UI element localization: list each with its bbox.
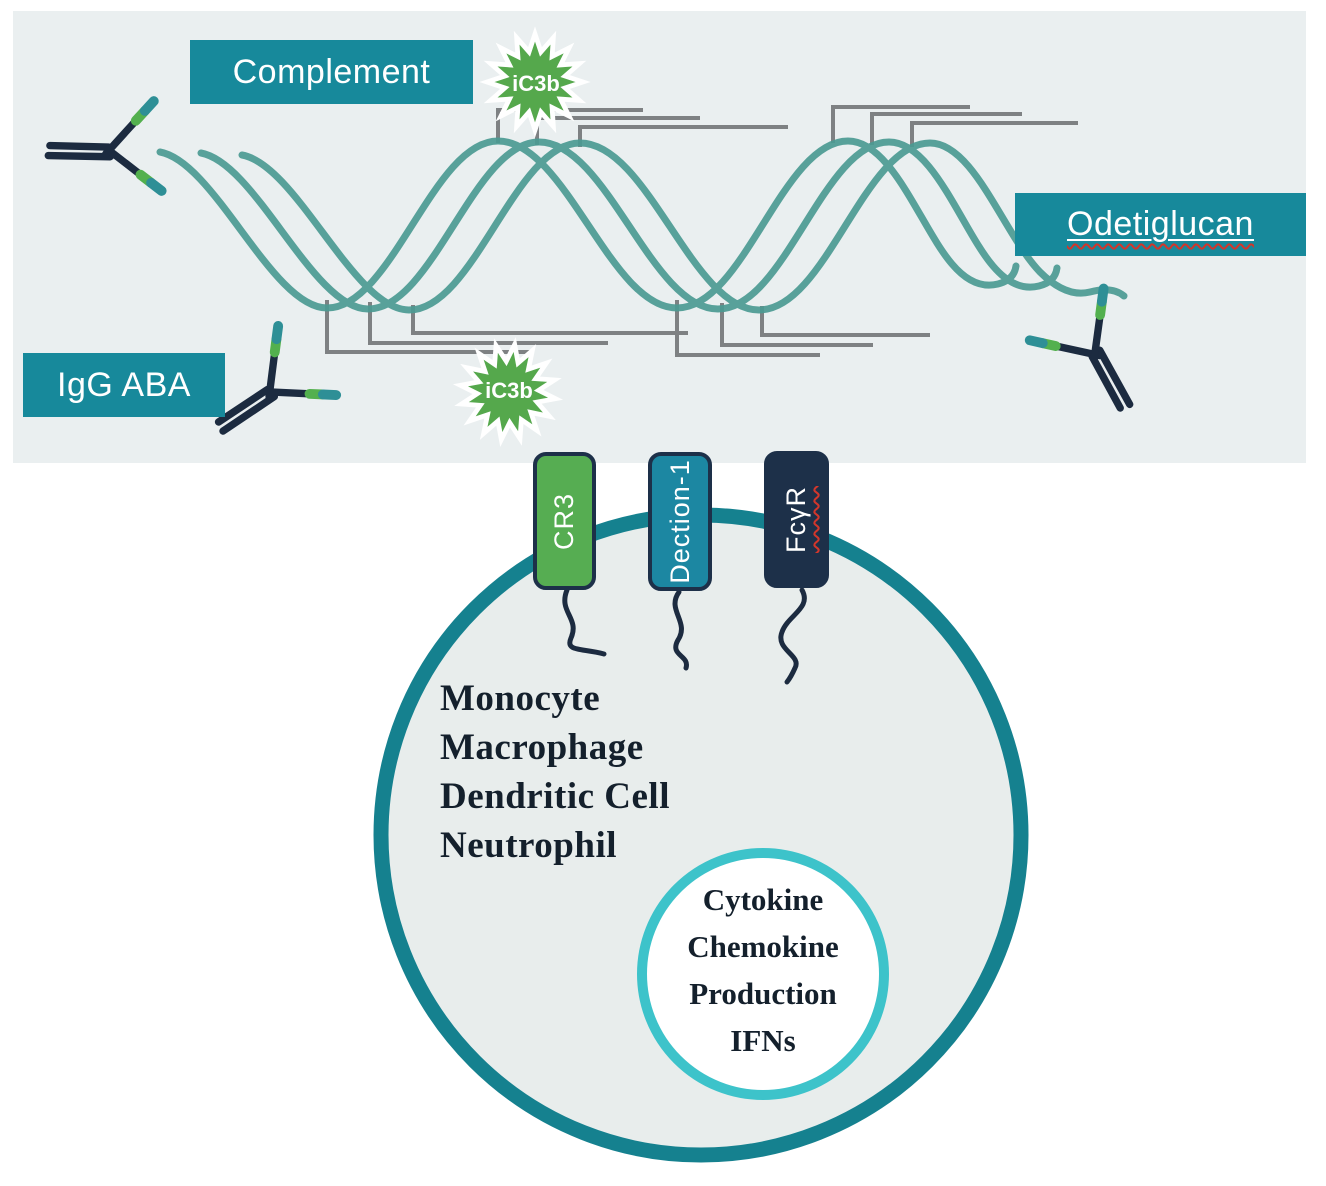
cytokine-output: Production — [689, 976, 837, 1011]
igg-aba-label: IgG ABA — [23, 353, 225, 417]
odetiglucan-label-text: Odetiglucan — [1067, 205, 1254, 243]
cell-type: Monocyte — [440, 678, 601, 719]
igg-aba-label-text: IgG ABA — [57, 365, 191, 404]
receptor-cr3-label: CR3 — [549, 492, 580, 550]
glucan-side-chain-brackets — [325, 105, 1078, 357]
cytokine-output: Chemokine — [687, 929, 839, 964]
receptor-fcgr-label: FcγR — [781, 486, 811, 553]
cytokine-output: IFNs — [730, 1023, 796, 1058]
cytokine-output: Cytokine — [702, 882, 824, 917]
cell-type: Macrophage — [440, 727, 644, 768]
cell-type-list: Monocyte Macrophage Dendritic Cell Neutr… — [440, 674, 670, 870]
receptor-fcgr: FcγR — [764, 451, 829, 588]
ic3b-caption-top: iC3b — [512, 71, 560, 96]
cytokine-production-circle — [637, 848, 889, 1100]
complement-label-text: Complement — [232, 52, 431, 91]
odetiglucan-spellcheck-underline: Odetiglucan — [1067, 205, 1254, 244]
cytokine-output-list: Cytokine Chemokine Production IFNs — [613, 876, 913, 1064]
complement-label: Complement — [190, 40, 473, 104]
receptor-tails — [562, 587, 807, 685]
beta-glucan-helix — [156, 137, 1128, 314]
cell-type: Neutrophil — [440, 825, 618, 866]
receptor-cr3: CR3 — [533, 452, 596, 590]
cell-type: Dendritic Cell — [440, 776, 670, 817]
odetiglucan-label: Odetiglucan — [1015, 193, 1306, 256]
receptor-dectin-1-label: Dection-1 — [664, 459, 695, 584]
receptor-dectin-1: Dection-1 — [648, 452, 712, 591]
ic3b-caption-bottom: iC3b — [485, 378, 533, 403]
